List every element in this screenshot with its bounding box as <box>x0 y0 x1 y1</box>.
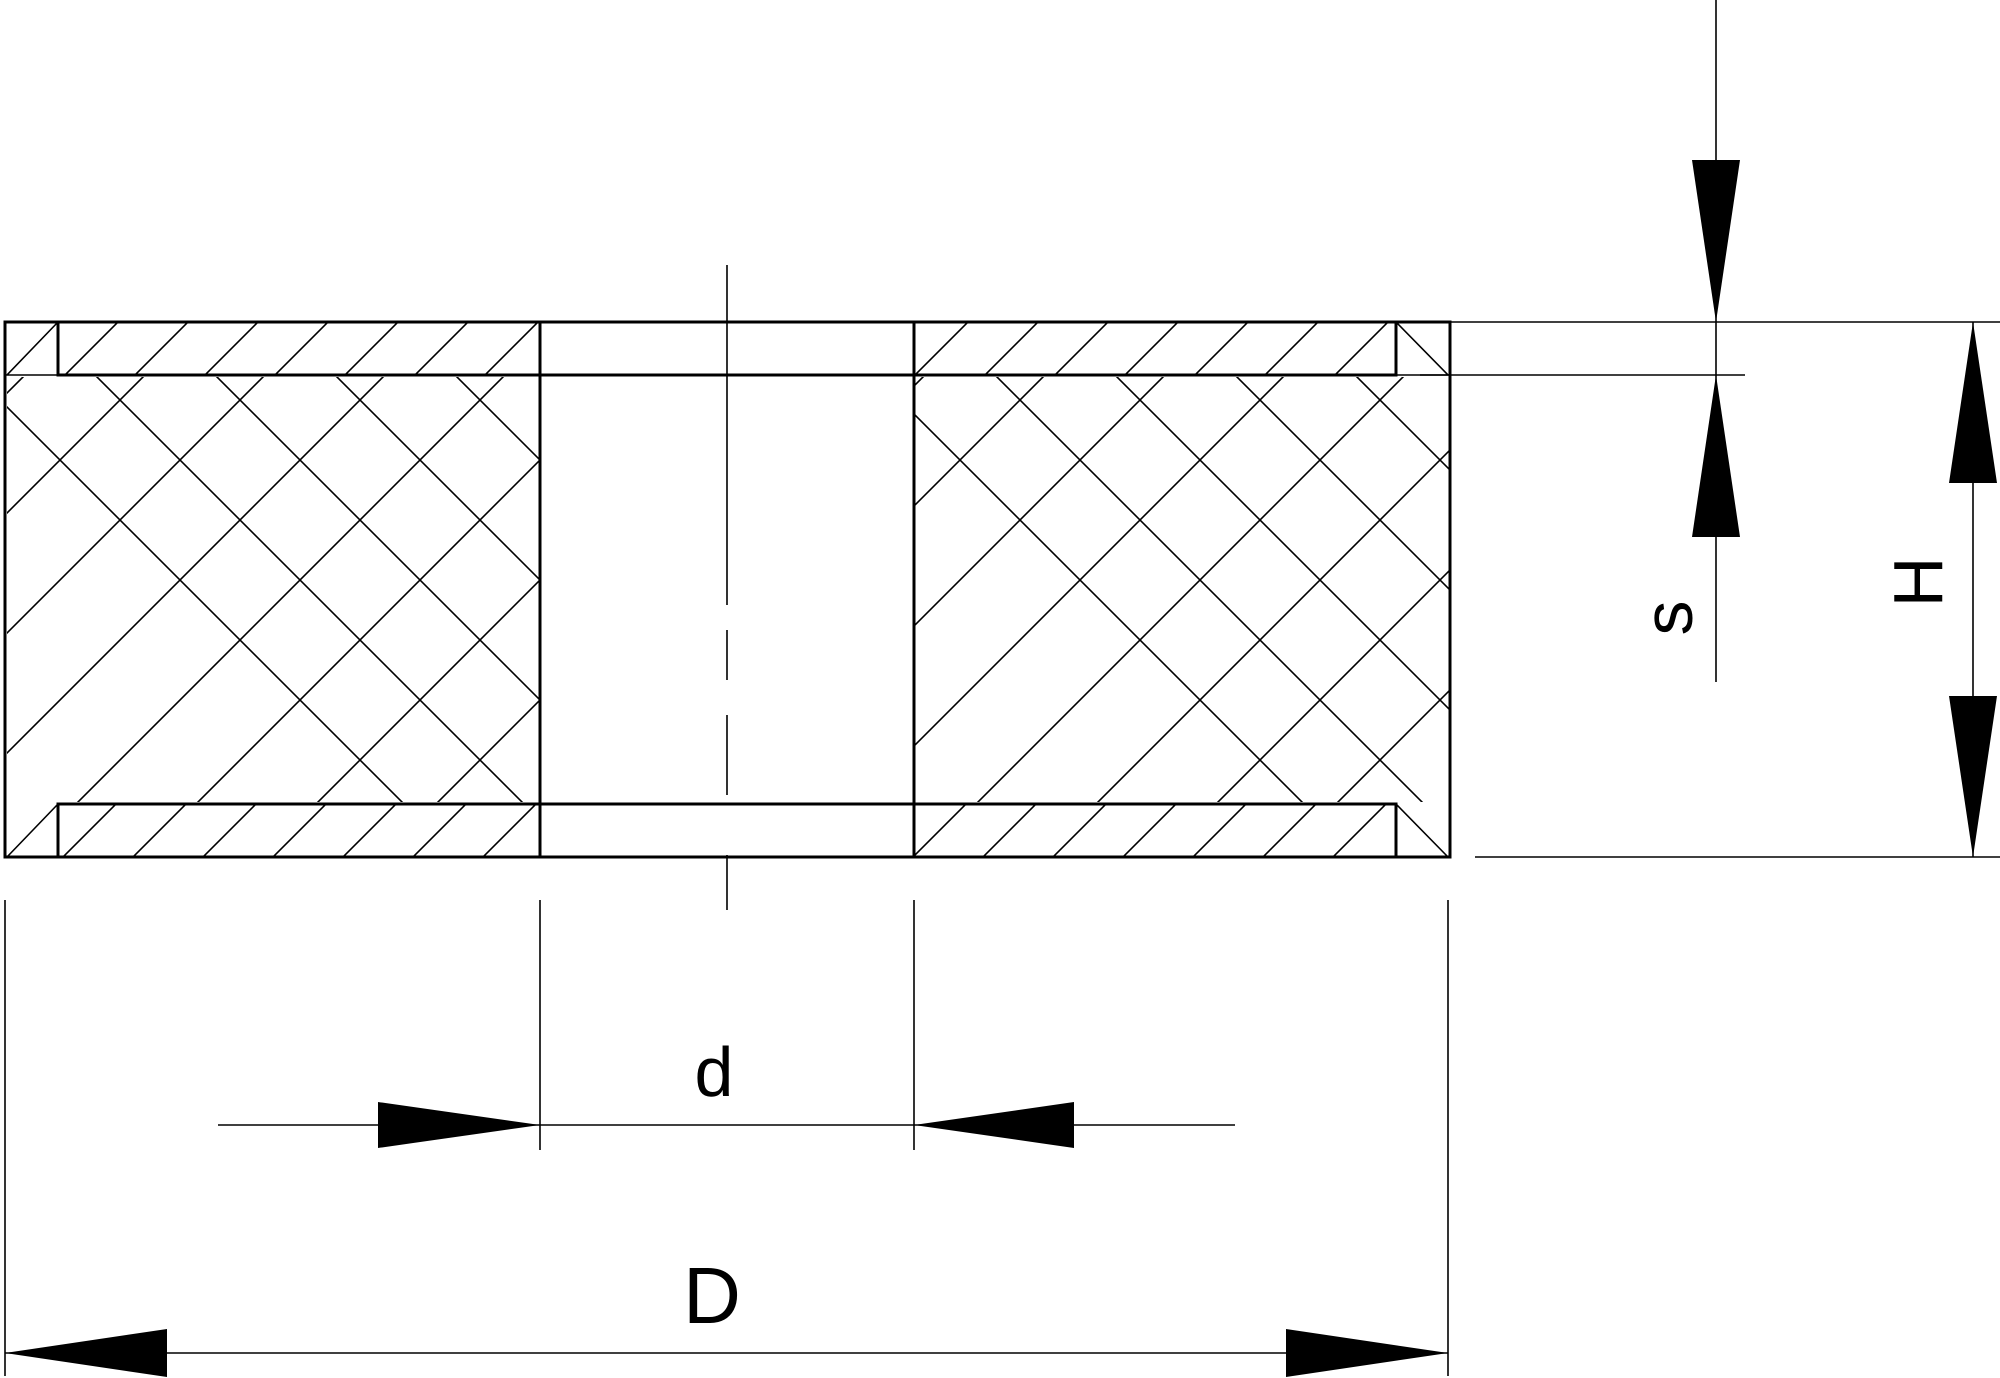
top-plate-hatch-left <box>63 322 540 375</box>
top-plate-hatch-right <box>914 322 1390 375</box>
label-H: H <box>1879 557 1957 608</box>
arrowhead-s-top <box>1692 160 1740 322</box>
rubber-crosshatch-right <box>914 377 1450 802</box>
arrowhead-s-bottom <box>1692 375 1740 537</box>
label-D: D <box>683 1251 741 1340</box>
label-d: d <box>695 1033 734 1111</box>
dimension-inner-diameter <box>218 1102 1235 1148</box>
dimension-outer-diameter <box>5 1329 1448 1377</box>
extension-lines <box>4 321 2000 1376</box>
arrowhead-d-left <box>378 1102 540 1148</box>
label-s: s <box>1629 601 1707 636</box>
arrowhead-H-top <box>1949 322 1997 483</box>
arrowhead-D-left <box>5 1329 167 1377</box>
bottom-plate-hatch-right <box>914 804 1388 856</box>
dimension-height <box>1949 322 1997 857</box>
arrowhead-d-right <box>914 1102 1074 1148</box>
arrowhead-H-bottom <box>1949 696 1997 857</box>
rubber-crosshatch-left <box>7 377 540 802</box>
arrowhead-D-right <box>1286 1329 1448 1377</box>
bottom-plate-hatch-left <box>62 804 538 856</box>
dimension-plate-thickness <box>1692 0 1740 682</box>
